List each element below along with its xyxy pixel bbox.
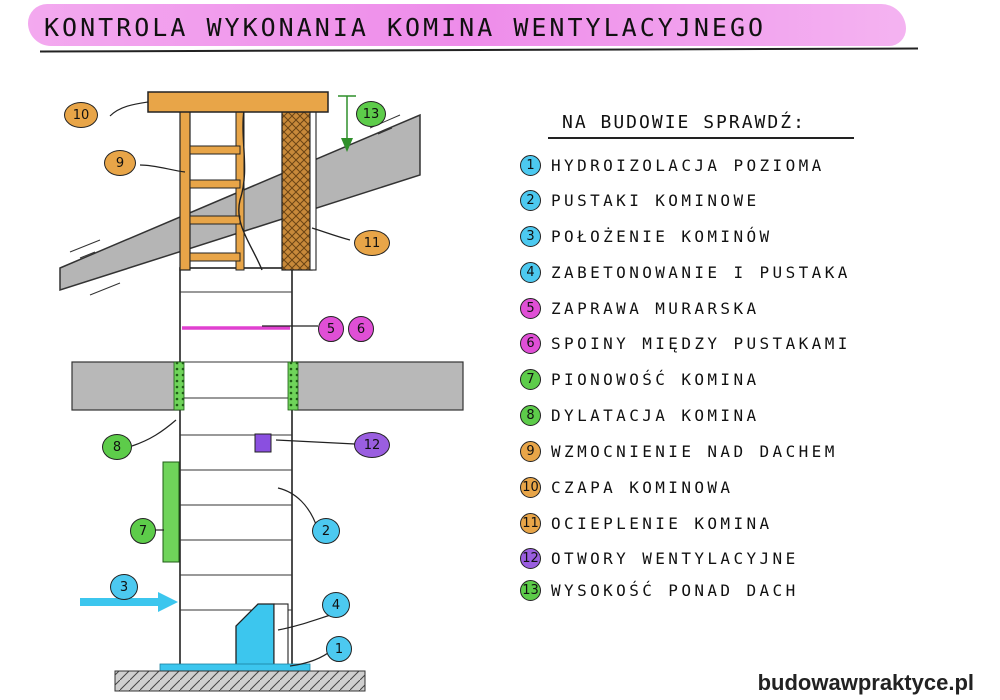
height-arrow-down	[341, 138, 353, 152]
floor-slab-right	[294, 361, 464, 411]
insulation	[281, 107, 313, 271]
legend-item: 6 SPOINY MIĘDZY PUSTAKAMI	[520, 328, 851, 358]
chimney-shaft	[179, 267, 293, 671]
legend-number: 6	[520, 332, 541, 354]
callout-12: 12	[354, 432, 390, 458]
legend-item: 13 WYSOKOŚĆ PONAD DACH	[520, 575, 799, 605]
legend-item: 7 PIONOWOŚĆ KOMINA	[520, 364, 760, 394]
callout-2: 2	[312, 518, 340, 544]
legend-item: 9 WZMOCNIENIE NAD DACHEM	[520, 436, 838, 466]
callout-6: 6	[348, 316, 374, 342]
dilatation-right	[287, 361, 299, 411]
legend-label: DYLATACJA KOMINA	[551, 405, 760, 425]
page-title: KONTROLA WYKONANIA KOMINA WENTYLACYJNEGO	[44, 13, 767, 42]
watermark: budowawpraktyce.pl	[757, 670, 974, 695]
legend-title-underline	[548, 137, 854, 139]
legend-number: 10	[520, 476, 541, 498]
legend-number: 5	[520, 297, 541, 319]
legend-number: 8	[520, 404, 541, 426]
legend-number: 3	[520, 225, 541, 247]
insulation-cover	[309, 107, 317, 271]
cut-line	[238, 109, 263, 271]
legend-label: PUSTAKI KOMINOWE	[551, 190, 760, 210]
legend-title: NA BUDOWIE SPRAWDŹ:	[562, 112, 806, 133]
dilatation-left	[173, 361, 185, 411]
legend-item: 1 HYDROIZOLACJA POZIOMA	[520, 150, 825, 180]
legend-label: PIONOWOŚĆ KOMINA	[551, 369, 760, 389]
legend-number: 13	[520, 579, 541, 601]
callout-9: 9	[104, 150, 136, 176]
callout-13: 13	[356, 101, 386, 127]
callout-3: 3	[110, 574, 138, 600]
legend-label: POŁOŻENIE KOMINÓW	[551, 226, 773, 246]
plumb-line	[162, 461, 180, 563]
legend-item: 12 OTWORY WENTYLACYJNE	[520, 543, 799, 573]
legend-label: HYDROIZOLACJA POZIOMA	[551, 155, 825, 175]
callout-1: 1	[326, 636, 352, 662]
legend-label: OTWORY WENTYLACYJNE	[551, 548, 799, 568]
callout-4: 4	[322, 592, 350, 618]
legend-item: 2 PUSTAKI KOMINOWE	[520, 185, 760, 215]
callout-7: 7	[130, 518, 156, 544]
base-block-right	[273, 603, 289, 669]
legend-item: 5 ZAPRAWA MURARSKA	[520, 293, 760, 323]
block-joints	[180, 291, 292, 611]
title-highlight	[28, 4, 906, 46]
legend-item: 10 CZAPA KOMINOWA	[520, 472, 733, 502]
legend-number: 1	[520, 154, 541, 176]
legend-item: 11 OCIEPLENIE KOMINA	[520, 508, 773, 538]
legend-label: WYSOKOŚĆ PONAD DACH	[551, 580, 799, 600]
legend-label: ZABETONOWANIE I PUSTAKA	[551, 262, 851, 282]
legend-label: WZMOCNIENIE NAD DACHEM	[551, 441, 838, 461]
callout-11: 11	[354, 230, 390, 256]
legend-item: 3 POŁOŻENIE KOMINÓW	[520, 221, 773, 251]
callout-8: 8	[102, 434, 132, 460]
legend-number: 12	[520, 547, 541, 569]
chimney-cap	[147, 91, 329, 113]
legend-number: 11	[520, 512, 541, 534]
legend-label: SPOINY MIĘDZY PUSTAKAMI	[551, 333, 851, 353]
legend-label: CZAPA KOMINOWA	[551, 477, 734, 497]
legend-label: ZAPRAWA MURARSKA	[551, 298, 760, 318]
waterproofing	[159, 663, 311, 672]
callout-5: 5	[318, 316, 344, 342]
legend-number: 7	[520, 368, 541, 390]
legend-number: 4	[520, 261, 541, 283]
ground	[114, 670, 366, 692]
callout-10: 10	[64, 102, 98, 128]
legend-number: 2	[520, 189, 541, 211]
vent-opening	[254, 433, 272, 453]
legend-label: OCIEPLENIE KOMINA	[551, 513, 773, 533]
floor-slab-left	[71, 361, 180, 411]
legend-item: 8 DYLATACJA KOMINA	[520, 400, 760, 430]
legend-number: 9	[520, 440, 541, 462]
legend-item: 4 ZABETONOWANIE I PUSTAKA	[520, 257, 851, 287]
reinforcement-left-post	[179, 109, 191, 271]
